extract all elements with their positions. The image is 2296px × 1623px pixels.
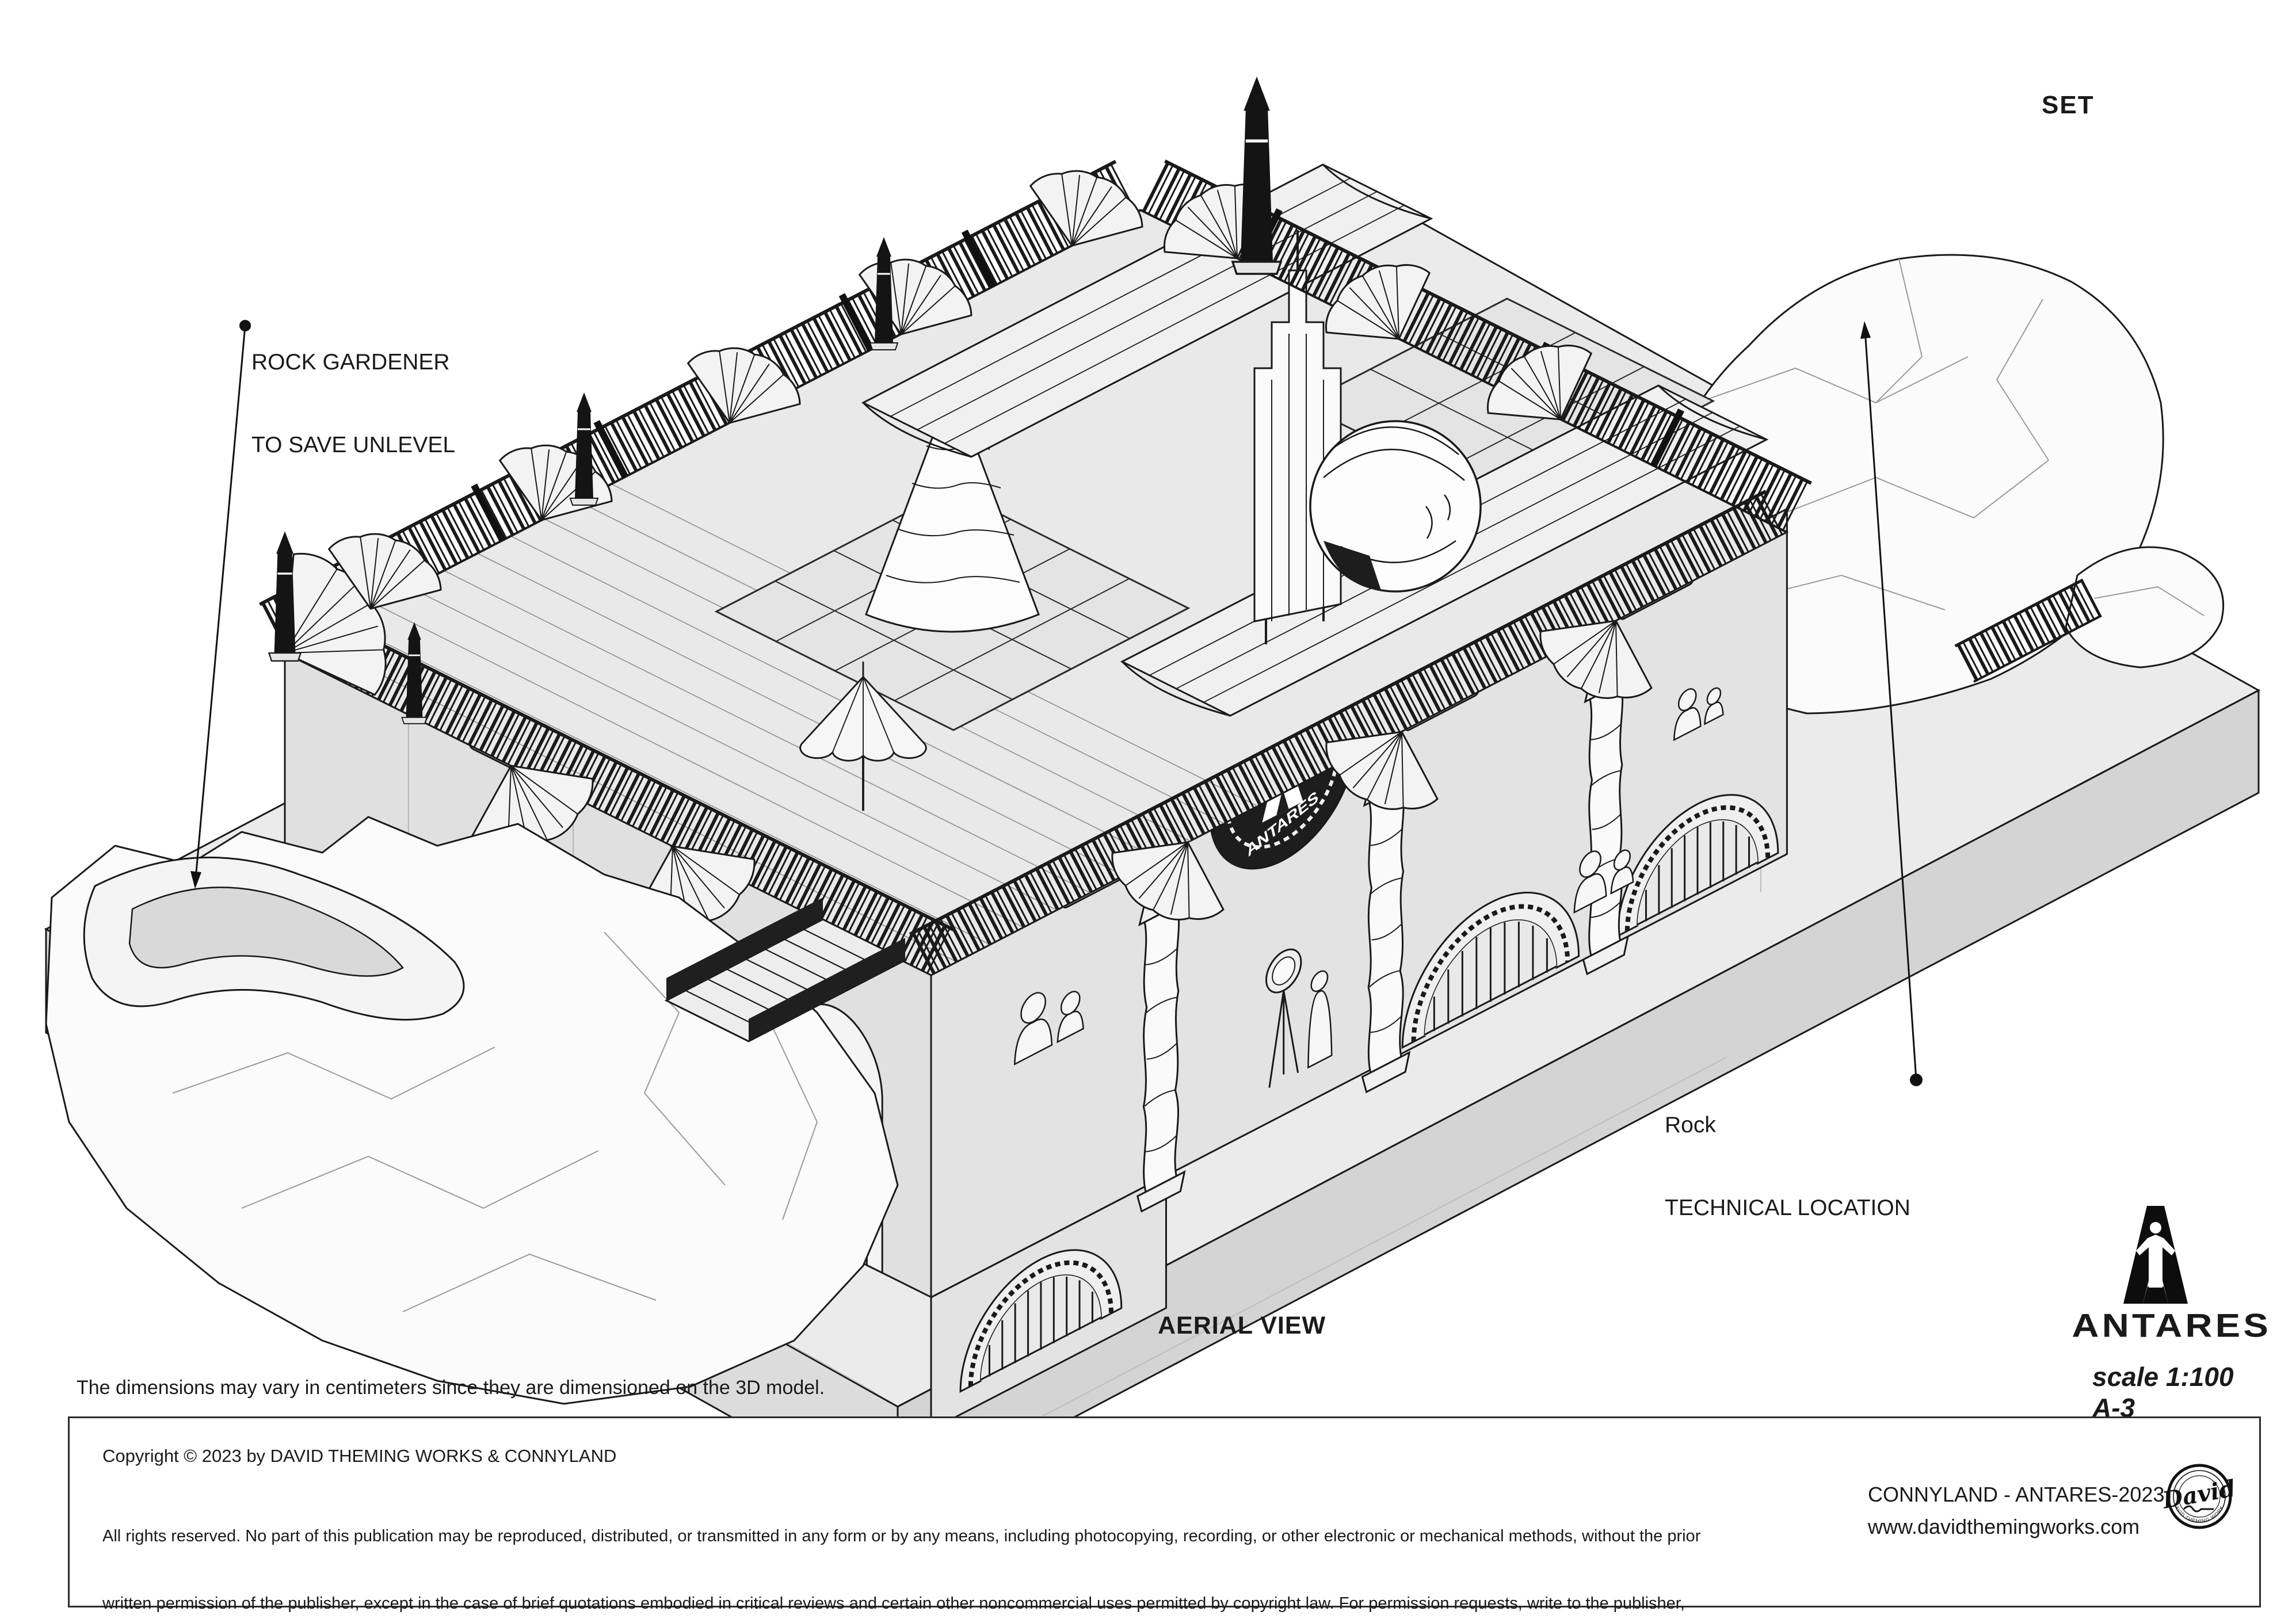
roof-terrace [245,77,1812,976]
copyright-line: Copyright © 2023 by DAVID THEMING WORKS … [102,1446,617,1466]
project-line: CONNYLAND - ANTARES-2023 [1868,1483,2165,1506]
title-block: Copyright © 2023 by DAVID THEMING WORKS … [68,1416,2261,1613]
annotation-rock-technical-line2: TECHNICAL LOCATION [1665,1196,1910,1220]
dimensions-note: The dimensions may vary in centimeters s… [77,1377,825,1399]
annotation-rock-gardener: ROCK GARDENER TO SAVE UNLEVEL [251,293,455,514]
leader-rock-gardener [190,320,251,889]
annotation-rock-technical-line1: Rock [1665,1113,1716,1137]
terrace-staircase [664,898,907,1042]
rock-formation-left [45,816,899,1405]
leader-rock-technical [1860,321,1923,1086]
david-stamp-icon: David DAVID THEMING WORKS [2162,1461,2237,1529]
rock-fence [1954,578,2102,683]
annotation-rock-gardener-line2: TO SAVE UNLEVEL [251,433,456,457]
annotation-rock-technical: Rock TECHNICAL LOCATION [1665,1056,1910,1277]
rights-line-1: All rights reserved. No part of this pub… [102,1527,1701,1545]
antares-wordmark: ANTARES [2072,1307,2272,1345]
set-label: SET [2042,91,2095,119]
scale-label: scale 1:100 [2092,1362,2234,1392]
antares-a-icon [2123,1206,2188,1304]
rights-line-2: written permission of the publisher, exc… [102,1594,1685,1613]
surveyor-statue [1267,926,1332,1089]
rights-paragraph: All rights reserved. No part of this pub… [102,1480,1700,1623]
patio-umbrella [799,661,927,811]
view-title: AERIAL VIEW [1158,1312,1326,1339]
annotation-rock-gardener-line1: ROCK GARDENER [251,350,450,375]
antares-logo [2115,1200,2196,1304]
sculpted-head [1309,420,1482,593]
website-line: www.davidthemingworks.com [1868,1515,2140,1538]
